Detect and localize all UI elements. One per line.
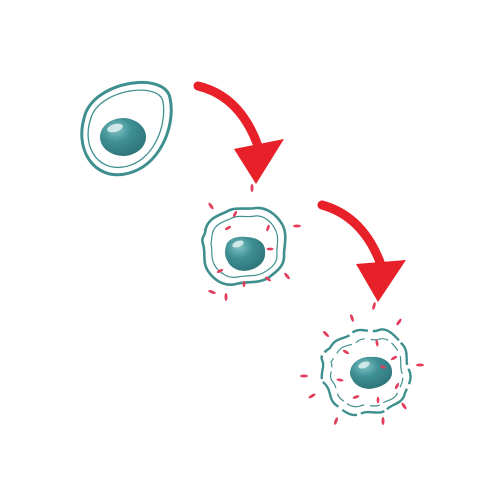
- disintegrating-cell: [300, 302, 424, 425]
- healthy-cell-inner-membrane: [87, 89, 165, 168]
- debris-fragment: [416, 363, 424, 367]
- debris-fragment: [232, 210, 238, 218]
- debris-fragment: [250, 184, 254, 192]
- debris-fragment: [350, 314, 354, 322]
- debris-fragment: [375, 339, 379, 347]
- debris-fragment: [266, 247, 274, 251]
- damaged-cell-debris: [208, 184, 301, 301]
- debris-fragment: [208, 202, 214, 210]
- arrow-2-body: [317, 200, 385, 267]
- debris-fragment: [390, 355, 398, 361]
- debris-fragment: [342, 349, 350, 355]
- debris-fragment: [352, 395, 360, 399]
- debris-fragment: [293, 224, 301, 228]
- debris-fragment: [336, 378, 344, 382]
- arrow-2: [317, 200, 406, 302]
- disintegrating-cell-debris: [300, 302, 424, 425]
- debris-fragment: [396, 318, 402, 326]
- damaged-cell-nucleus-highlight: [232, 240, 244, 248]
- debris-fragment: [376, 396, 380, 404]
- arrow-1-body: [193, 81, 263, 151]
- disintegrating-cell-nucleus-highlight: [358, 361, 370, 369]
- damaged-cell-nucleus: [225, 236, 266, 271]
- healthy-cell-outer-membrane: [80, 80, 173, 177]
- debris-fragment: [216, 269, 224, 273]
- arrow-2-head: [356, 260, 406, 302]
- disintegrating-cell-nucleus: [350, 356, 393, 389]
- debris-fragment: [381, 417, 385, 425]
- debris-fragment: [242, 280, 246, 288]
- debris-fragment: [394, 382, 400, 390]
- debris-fragment: [265, 276, 271, 282]
- healthy-cell-nucleus-highlight: [107, 123, 123, 133]
- debris-fragment: [380, 365, 386, 369]
- disintegrating-cell-inner-membrane: [329, 338, 404, 408]
- debris-fragment: [401, 402, 407, 410]
- debris-fragment: [322, 330, 330, 338]
- debris-fragment: [208, 290, 216, 294]
- damaged-cell-outer-membrane: [201, 206, 287, 286]
- debris-fragment: [266, 224, 270, 232]
- debris-fragment: [300, 374, 308, 378]
- debris-fragment: [334, 417, 338, 425]
- debris-fragment: [224, 225, 232, 231]
- debris-fragment: [372, 302, 376, 310]
- healthy-cell: [80, 80, 173, 177]
- debris-fragment: [224, 293, 228, 301]
- debris-fragment: [308, 393, 316, 399]
- disintegrating-cell-outer-membrane: [320, 328, 412, 417]
- healthy-cell-nucleus: [100, 118, 146, 156]
- damaged-cell: [201, 184, 301, 301]
- arrow-1-head: [234, 139, 284, 184]
- damaged-cell-inner-membrane: [210, 215, 279, 278]
- arrow-1: [193, 81, 284, 184]
- debris-fragment: [284, 272, 290, 280]
